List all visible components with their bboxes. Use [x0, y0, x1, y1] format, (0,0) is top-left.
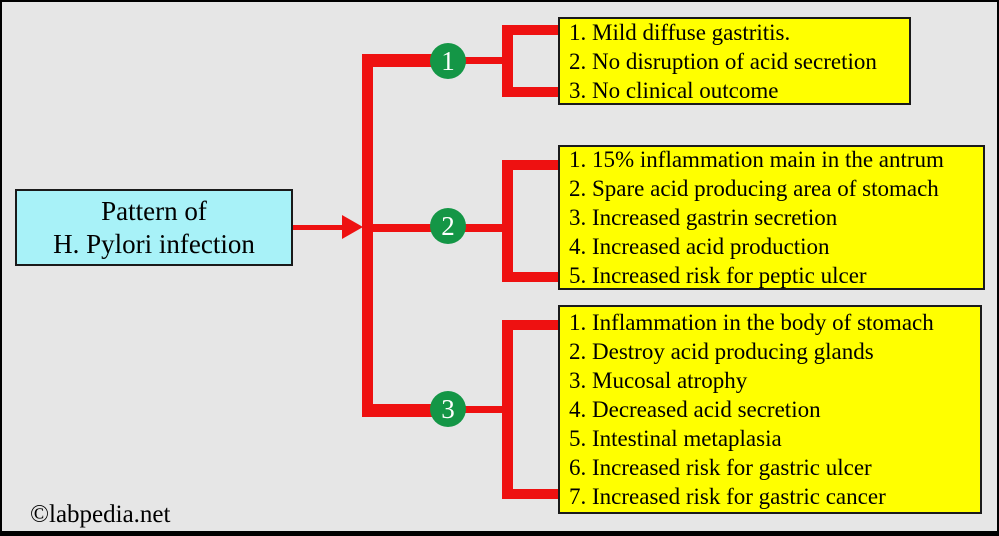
list-item: 3. No clinical outcome: [569, 77, 779, 103]
root-node-title-line1: Pattern of: [101, 195, 207, 226]
list-item: 1. Mild diffuse gastritis.: [569, 19, 791, 45]
list-item: 3. Increased gastrin secretion: [569, 205, 838, 230]
branch-3-outcomes-box: 1. Inflammation in the body of stomach 2…: [558, 305, 982, 514]
list-item: 1. 15% inflammation main in the antrum: [569, 147, 944, 172]
branch-3-connector-tail: [448, 406, 508, 413]
branch-3-badge: 3: [430, 391, 466, 427]
branch-3-connector: [362, 404, 449, 417]
root-arrow-line: [293, 225, 348, 230]
branch-1-bracket: [502, 25, 513, 97]
branch-2-outcomes-box: 1. 15% inflammation main in the antrum 2…: [558, 145, 985, 290]
list-item: 6. Increased risk for gastric ulcer: [569, 455, 872, 480]
list-item: 3. Mucosal atrophy: [569, 368, 748, 393]
branch-1-bracket-top-stub: [502, 25, 558, 35]
root-node-title-line2: H. Pylori infection: [53, 228, 255, 259]
watermark: ©labpedia.net: [30, 501, 171, 528]
list-item: 1. Inflammation in the body of stomach: [569, 310, 934, 335]
connector-trunk: [362, 54, 373, 417]
list-item: 7. Increased risk for gastric cancer: [569, 484, 886, 509]
branch-3-badge-number: 3: [441, 393, 455, 424]
branch-1-badge: 1: [430, 43, 466, 79]
branch-3-bracket-bottom-stub: [502, 489, 558, 499]
branch-2-badge: 2: [430, 208, 466, 244]
list-item: 4. Decreased acid secretion: [569, 397, 821, 422]
branch-2-bracket-bottom-stub: [502, 272, 558, 282]
list-item: 4. Increased acid production: [569, 234, 830, 259]
root-node: Pattern of H. Pylori infection: [15, 189, 293, 266]
branch-1-badge-number: 1: [441, 45, 455, 76]
branch-3-bracket-top-stub: [502, 320, 558, 330]
list-item: 2. Spare acid producing area of stomach: [569, 176, 939, 201]
list-item: 2. No disruption of acid secretion: [569, 48, 877, 74]
list-item: 5. Increased risk for peptic ulcer: [569, 263, 867, 288]
branch-1-bracket-bottom-stub: [502, 87, 558, 97]
branch-1-connector: [362, 54, 449, 67]
branch-1-connector-tail: [448, 57, 508, 64]
list-item: 5. Intestinal metaplasia: [569, 426, 782, 451]
root-arrow-head-icon: [342, 215, 363, 239]
list-item: 2. Destroy acid producing glands: [569, 339, 874, 364]
branch-2-bracket: [502, 160, 513, 282]
branch-2-bracket-top-stub: [502, 160, 558, 170]
branch-3-bracket: [502, 320, 513, 499]
branch-1-outcomes-box: 1. Mild diffuse gastritis. 2. No disrupt…: [558, 17, 911, 105]
branch-2-badge-number: 2: [441, 210, 455, 241]
